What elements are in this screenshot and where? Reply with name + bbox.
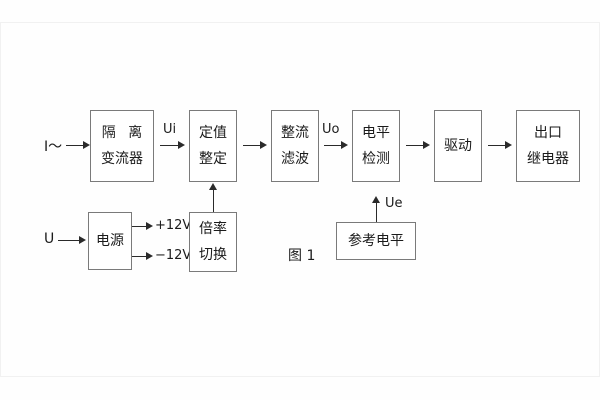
signal-ue-label: Ue (385, 196, 403, 211)
input-current-label: I～ (44, 139, 63, 155)
block-ratio-switch-line-2: 切换 (199, 246, 227, 263)
ratio-to-setting-line (213, 189, 214, 212)
minus-12v-arrow-icon (146, 252, 153, 260)
block-setting-line-2: 整定 (199, 150, 227, 167)
figure-caption: 图 1 (288, 248, 316, 264)
block-ratio-switch[interactable]: 倍率 切换 (189, 212, 237, 272)
block-reference-level-line-1: 参考电平 (348, 232, 404, 249)
block-level-detection[interactable]: 电平 检测 (352, 110, 400, 182)
block-power-supply[interactable]: 电源 (88, 212, 132, 270)
level-to-drive-line (406, 145, 428, 146)
block-drive-line-1: 驱动 (444, 137, 472, 154)
block-rectifier-line-1: 整流 (281, 124, 309, 141)
block-drive[interactable]: 驱动 (434, 110, 482, 182)
block-setting-line-1: 定值 (199, 124, 227, 141)
drive-to-output-line (488, 145, 510, 146)
block-level-detect-line-2: 检测 (362, 150, 390, 167)
frame-border-left (0, 22, 1, 377)
block-output-relay[interactable]: 出口 继电器 (516, 110, 580, 182)
setting-to-rectifier-arrow-icon (260, 141, 267, 149)
block-isolation-transformer[interactable]: 隔 离 变流器 (90, 110, 154, 182)
reference-to-level-line (376, 202, 377, 222)
minus-12v-line (132, 256, 150, 257)
block-rectifier-line-2: 滤波 (281, 150, 309, 167)
uo-arrow-icon (341, 141, 348, 149)
level-to-drive-arrow-icon (423, 141, 430, 149)
signal-ui-label: Ui (163, 122, 177, 137)
input-voltage-label: U (44, 231, 55, 247)
block-isolation-line-1: 隔 离 (101, 124, 147, 141)
frame-border-bottom (0, 376, 600, 377)
block-isolation-line-2: 变流器 (101, 150, 143, 167)
block-rectifier-filter[interactable]: 整流 滤波 (271, 110, 319, 182)
minus-12v-label: −12V (155, 248, 192, 263)
block-output-relay-line-1: 出口 (534, 124, 562, 141)
block-reference-level[interactable]: 参考电平 (336, 222, 416, 260)
block-ratio-switch-line-1: 倍率 (199, 220, 227, 237)
input-current-arrow-icon (83, 141, 90, 149)
setting-to-rectifier-line (243, 145, 265, 146)
plus-12v-label: +12V (155, 218, 192, 233)
plus-12v-line (132, 226, 150, 227)
block-power-supply-line-1: 电源 (96, 232, 124, 249)
ratio-to-setting-arrow-icon (209, 183, 217, 190)
block-level-detect-line-1: 电平 (362, 124, 390, 141)
uo-line (324, 145, 346, 146)
plus-12v-arrow-icon (146, 222, 153, 230)
block-setting-value[interactable]: 定值 整定 (189, 110, 237, 182)
input-current-line (66, 145, 88, 146)
drive-to-output-arrow-icon (505, 141, 512, 149)
block-output-relay-line-2: 继电器 (527, 150, 569, 167)
input-voltage-line (58, 240, 82, 241)
ui-line (160, 145, 182, 146)
input-voltage-arrow-icon (79, 236, 86, 244)
signal-uo-label: Uo (322, 122, 340, 137)
ui-arrow-icon (178, 141, 185, 149)
reference-to-level-arrow-icon (372, 196, 380, 203)
frame-border-top (0, 22, 600, 23)
